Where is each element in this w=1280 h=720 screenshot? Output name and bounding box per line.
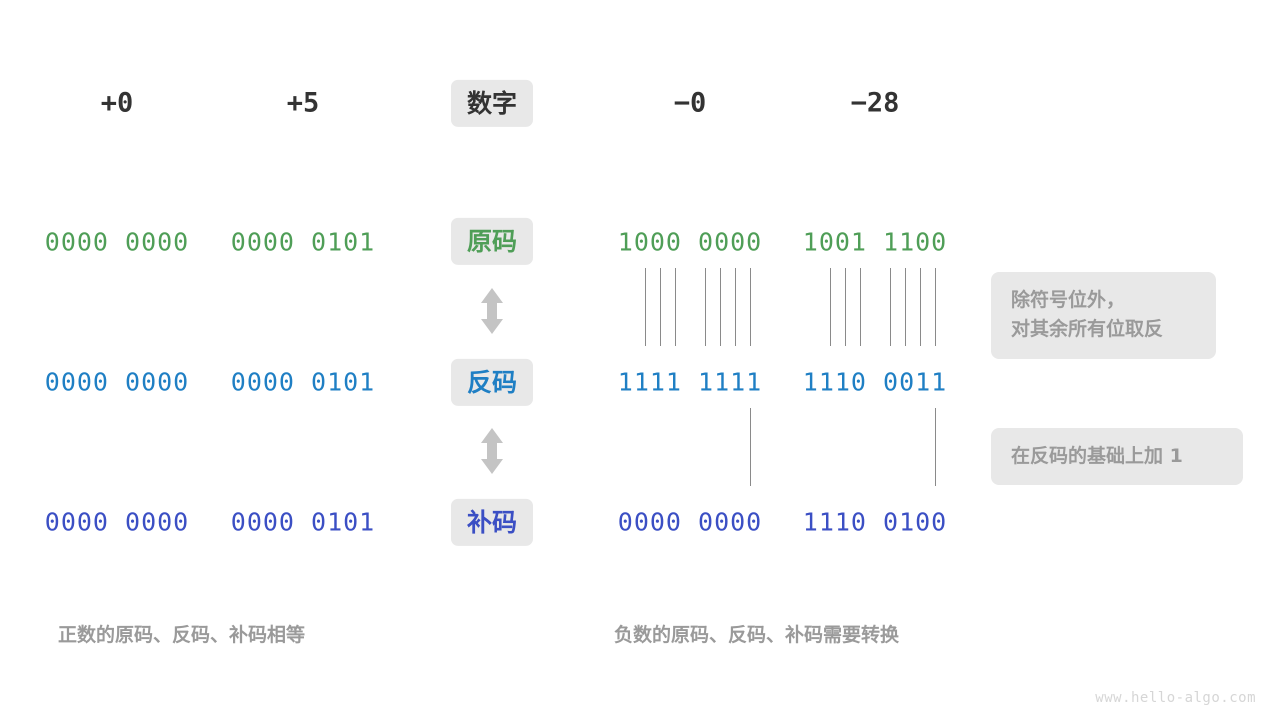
connector-line [675,268,676,346]
connector-line [705,268,706,346]
connector-line [905,268,906,346]
connector-line [750,408,751,486]
ones-complement-value-plus-zero: 0000 0000 [44,367,190,397]
connector-line [645,268,646,346]
header-row-label-chip: 数字 [450,79,534,127]
true-form-value-minus-zero: 1000 0000 [617,227,763,257]
connector-line [920,268,921,346]
true-form-value-plus-zero: 0000 0000 [44,227,190,257]
connector-line [720,268,721,346]
header-row-label-text: 数字 [450,79,534,127]
connector-line [845,268,846,346]
twos-complement-value-plus-zero: 0000 0000 [44,507,190,537]
header-value-plus-five: +5 [286,87,320,119]
connector-line [860,268,861,346]
row-label-chip-ones-complement: 反码 [450,358,534,406]
double-arrow-vertical-icon-ones-to-twos [479,426,505,480]
twos-complement-value-minus-zero: 0000 0000 [617,507,763,537]
connector-line [750,268,751,346]
note-add-one: 在反码的基础上加 1 [991,428,1243,486]
twos-complement-value-minus-twentyeight: 1110 0100 [802,507,948,537]
ones-complement-value-plus-five: 0000 0101 [230,367,376,397]
header-value-minus-zero: −0 [673,87,707,119]
true-form-value-minus-twentyeight: 1001 1100 [802,227,948,257]
caption-positive: 正数的原码、反码、补码相等 [58,624,306,646]
connector-line [935,268,936,346]
row-label-chip-true-form: 原码 [450,217,534,265]
connector-line [830,268,831,346]
row-label-text-twos-complement: 补码 [450,498,534,546]
connector-line [735,268,736,346]
header-value-plus-zero: +0 [100,87,134,119]
ones-complement-value-minus-twentyeight: 1110 0011 [802,367,948,397]
connector-line [890,268,891,346]
row-label-text-true-form: 原码 [450,217,534,265]
watermark: www.hello-algo.com [1095,690,1256,706]
caption-negative: 负数的原码、反码、补码需要转换 [614,624,900,646]
connector-line [935,408,936,486]
ones-complement-value-minus-zero: 1111 1111 [617,367,763,397]
true-form-value-plus-five: 0000 0101 [230,227,376,257]
connector-line [660,268,661,346]
row-label-chip-twos-complement: 补码 [450,498,534,546]
header-value-minus-twentyeight: −28 [850,87,900,119]
note-invert-bits: 除符号位外， 对其余所有位取反 [991,272,1216,359]
row-label-text-ones-complement: 反码 [450,358,534,406]
twos-complement-value-plus-five: 0000 0101 [230,507,376,537]
double-arrow-vertical-icon-true-to-ones [479,286,505,340]
